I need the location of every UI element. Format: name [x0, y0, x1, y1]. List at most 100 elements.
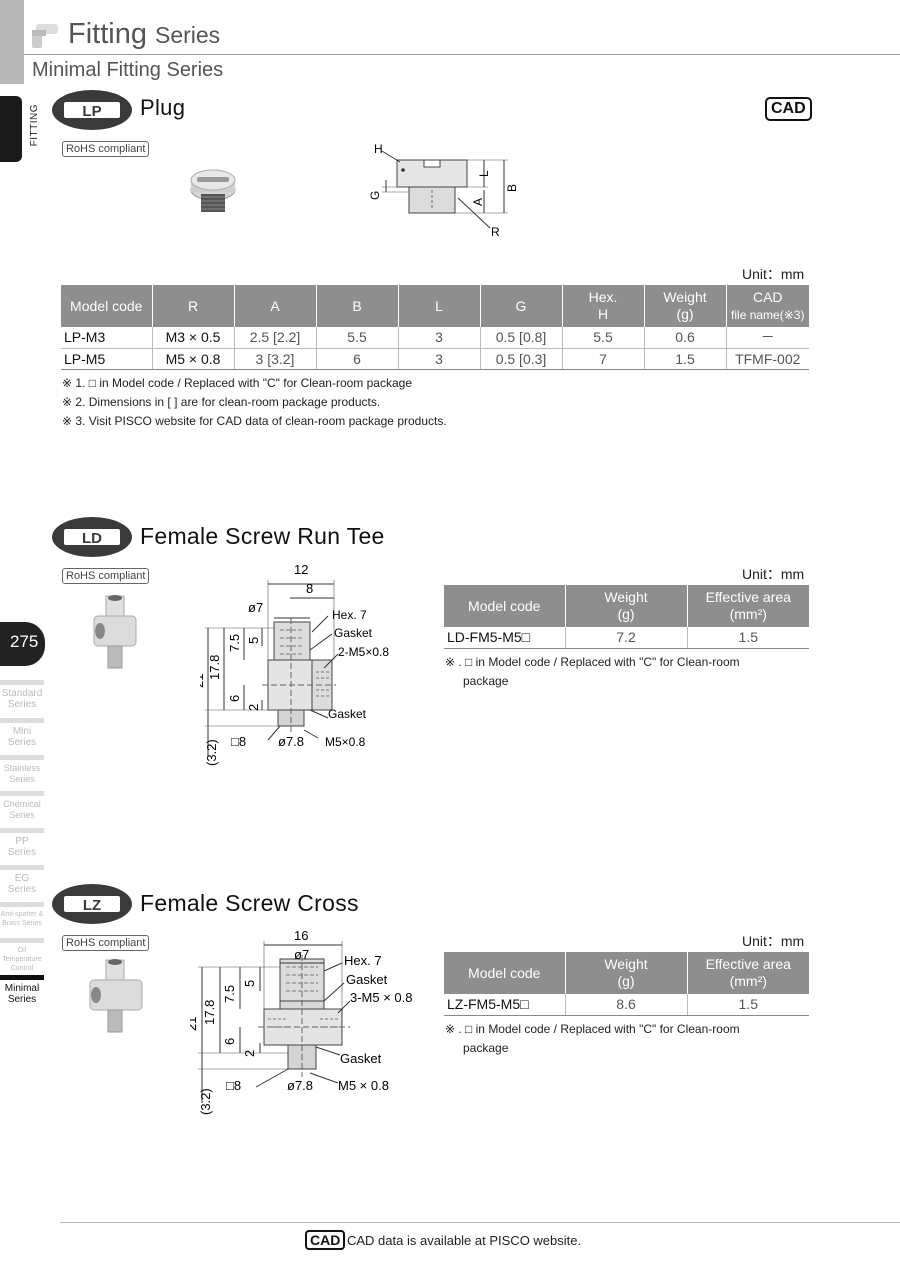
lz-dimension-drawing: 16 ø7 Hex. 7 Gasket 3-M5 × 0.8 Gasket 21… [190, 928, 413, 1115]
dim-thread: 3-M5 × 0.8 [350, 990, 413, 1005]
lp-note-1: ※ 1. □ in Model code / Replaced with "C"… [62, 376, 412, 390]
dim-gasket-top: Gasket [346, 972, 388, 987]
side-nav-pp[interactable]: PP Series [0, 828, 44, 858]
dim-hex: Hex. 7 [332, 608, 367, 622]
header-divider [24, 54, 900, 55]
col-g: G [479, 285, 562, 327]
dim-gasket-bottom: Gasket [328, 707, 367, 721]
side-nav-mini[interactable]: Mini Series [0, 718, 44, 748]
dim-5: 5 [242, 980, 257, 987]
cell-model: LP-M5 [61, 348, 152, 370]
col-a: A [233, 285, 316, 327]
dim-17-8: 17.8 [202, 1000, 217, 1025]
side-nav-minimal[interactable]: Minimal Series [0, 975, 44, 1005]
lp-dimension-drawing: H G L B A R [368, 142, 519, 239]
table-header-row: Model code Weight(g) Effective area(mm²) [444, 585, 809, 627]
dim-b-label: B [505, 184, 519, 192]
dim-6: 6 [227, 695, 242, 702]
dim-16: 16 [294, 928, 308, 943]
category-label: FITTING [29, 104, 40, 147]
col-model: Model code [444, 585, 565, 627]
dim-h-label: H [374, 142, 383, 156]
side-nav-chemical[interactable]: Chemical Series [0, 791, 44, 821]
side-nav-label: Anti-spatter & Brass Series [0, 911, 44, 927]
cell-g: 0.5 [0.8] [479, 327, 562, 349]
lp-product-photo [190, 169, 236, 212]
cell-weight: 1.5 [643, 348, 726, 370]
dim-r-label: R [491, 225, 500, 239]
dim-m5: M5×0.8 [325, 735, 366, 749]
cell-b: 5.5 [315, 327, 398, 349]
dim-hex: Hex. 7 [344, 953, 382, 968]
col-weight: Weight(g) [564, 585, 687, 627]
lz-rohs-badge: RoHS compliant [62, 935, 150, 951]
table-row: LP-M3 M3 × 0.5 2.5 [2.2] 5.5 3 0.5 [0.8]… [61, 327, 809, 349]
col-b: B [315, 285, 398, 327]
dim-gasket-bottom: Gasket [340, 1051, 382, 1066]
dim-8: 8 [306, 581, 313, 596]
cell-h: 5.5 [561, 327, 644, 349]
lz-note-2: package [463, 1041, 509, 1055]
ld-title: Female Screw Run Tee [140, 523, 385, 549]
dim-5: 5 [246, 637, 261, 644]
cell-model: LD-FM5-M5□ [444, 627, 565, 649]
ld-badge-text: LD [82, 530, 102, 547]
ld-badge: LD [52, 517, 132, 557]
col-model: Model code [444, 952, 565, 994]
page-subtitle: Minimal Fitting Series [32, 59, 224, 81]
lz-badge-text: LZ [83, 897, 101, 914]
col-r: R [151, 285, 234, 327]
dim-2: 2 [246, 704, 261, 711]
side-nav-label: Mini Series [7, 726, 37, 748]
table-header-row: Model code R A B L G Hex.H Weight(g) CAD… [61, 285, 809, 327]
dim-17-8: 17.8 [207, 655, 222, 680]
lz-product-photo [89, 959, 143, 1033]
lp-unit: Unit：mm [742, 266, 805, 282]
cad-badge[interactable]: CAD [765, 97, 812, 121]
footer-text: CAD data is available at PISCO website. [347, 1233, 582, 1248]
lz-title: Female Screw Cross [140, 890, 359, 916]
cell-r: M3 × 0.5 [151, 327, 234, 349]
dim-2: 2 [242, 1050, 257, 1057]
dim-phi7-8: ø7.8 [287, 1078, 313, 1093]
cell-a: 3 [3.2] [233, 348, 316, 370]
dim-thread: 2-M5×0.8 [338, 645, 389, 659]
footer-cad-badge[interactable]: CAD [305, 1230, 346, 1250]
fitting-elbow-icon [32, 24, 58, 48]
dim-7-5: 7.5 [227, 634, 242, 652]
cell-cad: TFMF-002 [725, 348, 809, 370]
footer-divider [60, 1222, 900, 1223]
lp-badge-text: LP [82, 103, 101, 120]
side-nav-oil-temp[interactable]: Oil Temperature Control [0, 938, 44, 973]
dim-g-label: G [368, 191, 382, 200]
lp-badge: LP [52, 90, 132, 130]
side-nav-standard[interactable]: Standard Series [0, 680, 44, 710]
cell-l: 3 [397, 327, 480, 349]
side-nav-eg[interactable]: EG Series [0, 865, 44, 895]
dim-m5: M5 × 0.8 [338, 1078, 389, 1093]
table-header-row: Model code Weight(g) Effective area(mm²) [444, 952, 809, 994]
side-nav-label: Oil Temperature Control [2, 947, 42, 972]
cell-r: M5 × 0.8 [151, 348, 234, 370]
ld-unit: Unit：mm [742, 566, 805, 582]
lp-note-2: ※ 2. Dimensions in [ ] are for clean-roo… [62, 395, 381, 409]
col-model: Model code [61, 285, 152, 327]
ld-note-1: ※ . □ in Model code / Replaced with "C" … [445, 655, 740, 669]
cell-cad: － [725, 327, 809, 349]
side-nav-stainless[interactable]: Stainless Series [0, 755, 44, 785]
dim-a-label: A [471, 198, 485, 206]
cell-weight: 0.6 [643, 327, 726, 349]
ld-product-photo [93, 595, 137, 669]
lp-title: Plug [140, 95, 186, 120]
dim-l-label: L [477, 170, 491, 177]
col-weight: Weight(g) [643, 285, 726, 327]
ld-dimension-drawing: 12 8 ø7 Hex. 7 Gasket 2-M5×0.8 Gasket 21… [200, 562, 389, 766]
dim-sq8: □8 [226, 1078, 241, 1093]
lp-spec-table: Model code R A B L G Hex.H Weight(g) CAD… [61, 285, 809, 370]
side-nav-anti-spatter[interactable]: Anti-spatter & Brass Series [0, 902, 44, 928]
dim-21: 21 [200, 674, 206, 688]
dim-7-5: 7.5 [222, 985, 237, 1003]
category-tab [0, 96, 22, 162]
